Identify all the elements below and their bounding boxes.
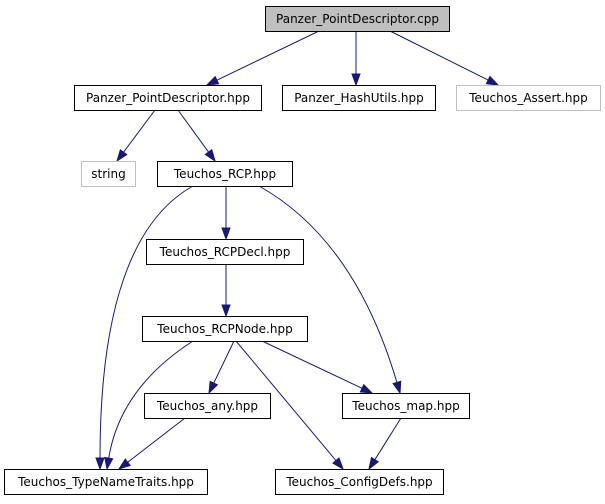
edge-n7-n11: [235, 340, 344, 471]
node-box: [342, 393, 470, 419]
edge-line: [213, 340, 235, 384]
node-label: Teuchos_RCPNode.hpp: [156, 322, 292, 336]
edge-line: [258, 185, 398, 383]
node-panzer-pointdescriptor-cpp[interactable]: Panzer_PointDescriptor.cpp: [265, 6, 450, 32]
node-teuchos-configdefs-hpp[interactable]: Teuchos_ConfigDefs.hpp: [275, 469, 444, 495]
node-teuchos-rcp-hpp[interactable]: Teuchos_RCP.hpp: [157, 161, 293, 187]
node-label: Teuchos_RCPDecl.hpp: [159, 245, 291, 259]
edge-n0-n2: [351, 31, 361, 87]
node-box: [146, 239, 304, 265]
edges-layer: [95, 30, 500, 471]
edge-line: [123, 109, 156, 153]
edge-n5-n6: [221, 186, 231, 241]
edge-line: [389, 30, 489, 81]
edge-n6-n7: [221, 264, 231, 318]
edge-arrowhead: [95, 457, 105, 471]
edge-arrowhead: [205, 75, 220, 86]
edge-line: [177, 109, 209, 153]
node-teuchos-any-hpp[interactable]: Teuchos_any.hpp: [144, 393, 271, 419]
node-label: Teuchos_map.hpp: [351, 399, 459, 413]
edge-arrowhead: [117, 458, 131, 470]
edge-n7-n9: [261, 340, 374, 394]
node-label: Teuchos_Assert.hpp: [468, 91, 587, 105]
node-label: Panzer_HashUtils.hpp: [294, 91, 424, 105]
edge-n7-n10: [104, 340, 194, 471]
node-box: [81, 161, 136, 187]
edge-n5-n9: [258, 185, 402, 395]
edge-arrowhead: [359, 383, 374, 394]
node-box: [144, 393, 271, 419]
node-label: Panzer_PointDescriptor.cpp: [276, 12, 439, 26]
edge-arrowhead: [392, 380, 402, 395]
node-box: [282, 85, 436, 111]
edge-n9-n11: [368, 417, 402, 471]
edge-n1-n5: [177, 109, 216, 163]
edge-line: [261, 340, 363, 389]
node-teuchos-rcpnode-hpp[interactable]: Teuchos_RCPNode.hpp: [142, 316, 308, 342]
edge-arrowhead: [116, 148, 128, 163]
edge-arrowhead: [208, 380, 219, 395]
edge-line: [235, 340, 337, 461]
node-label: Teuchos_ConfigDefs.hpp: [285, 475, 432, 489]
node-teuchos-assert-hpp: Teuchos_Assert.hpp: [456, 85, 601, 111]
edge-arrowhead: [351, 73, 361, 87]
edge-arrowhead: [204, 148, 216, 163]
edge-line: [374, 417, 402, 460]
node-teuchos-typenametraits-hpp[interactable]: Teuchos_TypeNameTraits.hpp: [4, 469, 208, 495]
node-panzer-pointdescriptor-hpp[interactable]: Panzer_PointDescriptor.hpp: [74, 85, 262, 111]
edge-arrowhead: [104, 456, 114, 471]
node-box: [456, 85, 601, 111]
edge-line: [216, 30, 320, 81]
edge-arrowhead: [332, 457, 344, 471]
edge-line: [108, 340, 194, 459]
node-panzer-hashutils-hpp[interactable]: Panzer_HashUtils.hpp: [282, 85, 436, 111]
node-string: string: [81, 161, 136, 187]
edge-arrowhead: [221, 304, 231, 318]
node-label: Teuchos_any.hpp: [156, 399, 258, 413]
node-label: Teuchos_TypeNameTraits.hpp: [17, 475, 194, 489]
nodes-layer: Panzer_PointDescriptor.cppPanzer_PointDe…: [4, 6, 601, 495]
node-box: [157, 161, 293, 187]
node-box: [142, 316, 308, 342]
edge-n0-n3: [389, 30, 500, 86]
node-teuchos-rcpdecl-hpp[interactable]: Teuchos_RCPDecl.hpp: [146, 239, 304, 265]
node-box: [74, 85, 262, 111]
edge-n5-n10: [95, 185, 194, 471]
node-label: Teuchos_RCP.hpp: [173, 167, 276, 181]
node-box: [4, 469, 208, 495]
node-label: string: [91, 167, 125, 181]
edge-line: [99, 185, 194, 459]
edge-line: [127, 417, 186, 463]
node-label: Panzer_PointDescriptor.hpp: [86, 91, 250, 105]
node-teuchos-map-hpp[interactable]: Teuchos_map.hpp: [342, 393, 470, 419]
edge-n8-n10: [117, 417, 186, 470]
node-box: [265, 6, 450, 32]
edge-n0-n1: [205, 30, 320, 86]
edge-n7-n8: [208, 340, 235, 395]
edge-arrowhead: [485, 75, 500, 86]
edge-arrowhead: [368, 456, 380, 471]
edge-arrowhead: [221, 227, 231, 241]
edge-n1-n4: [116, 109, 156, 163]
node-box: [275, 469, 444, 495]
